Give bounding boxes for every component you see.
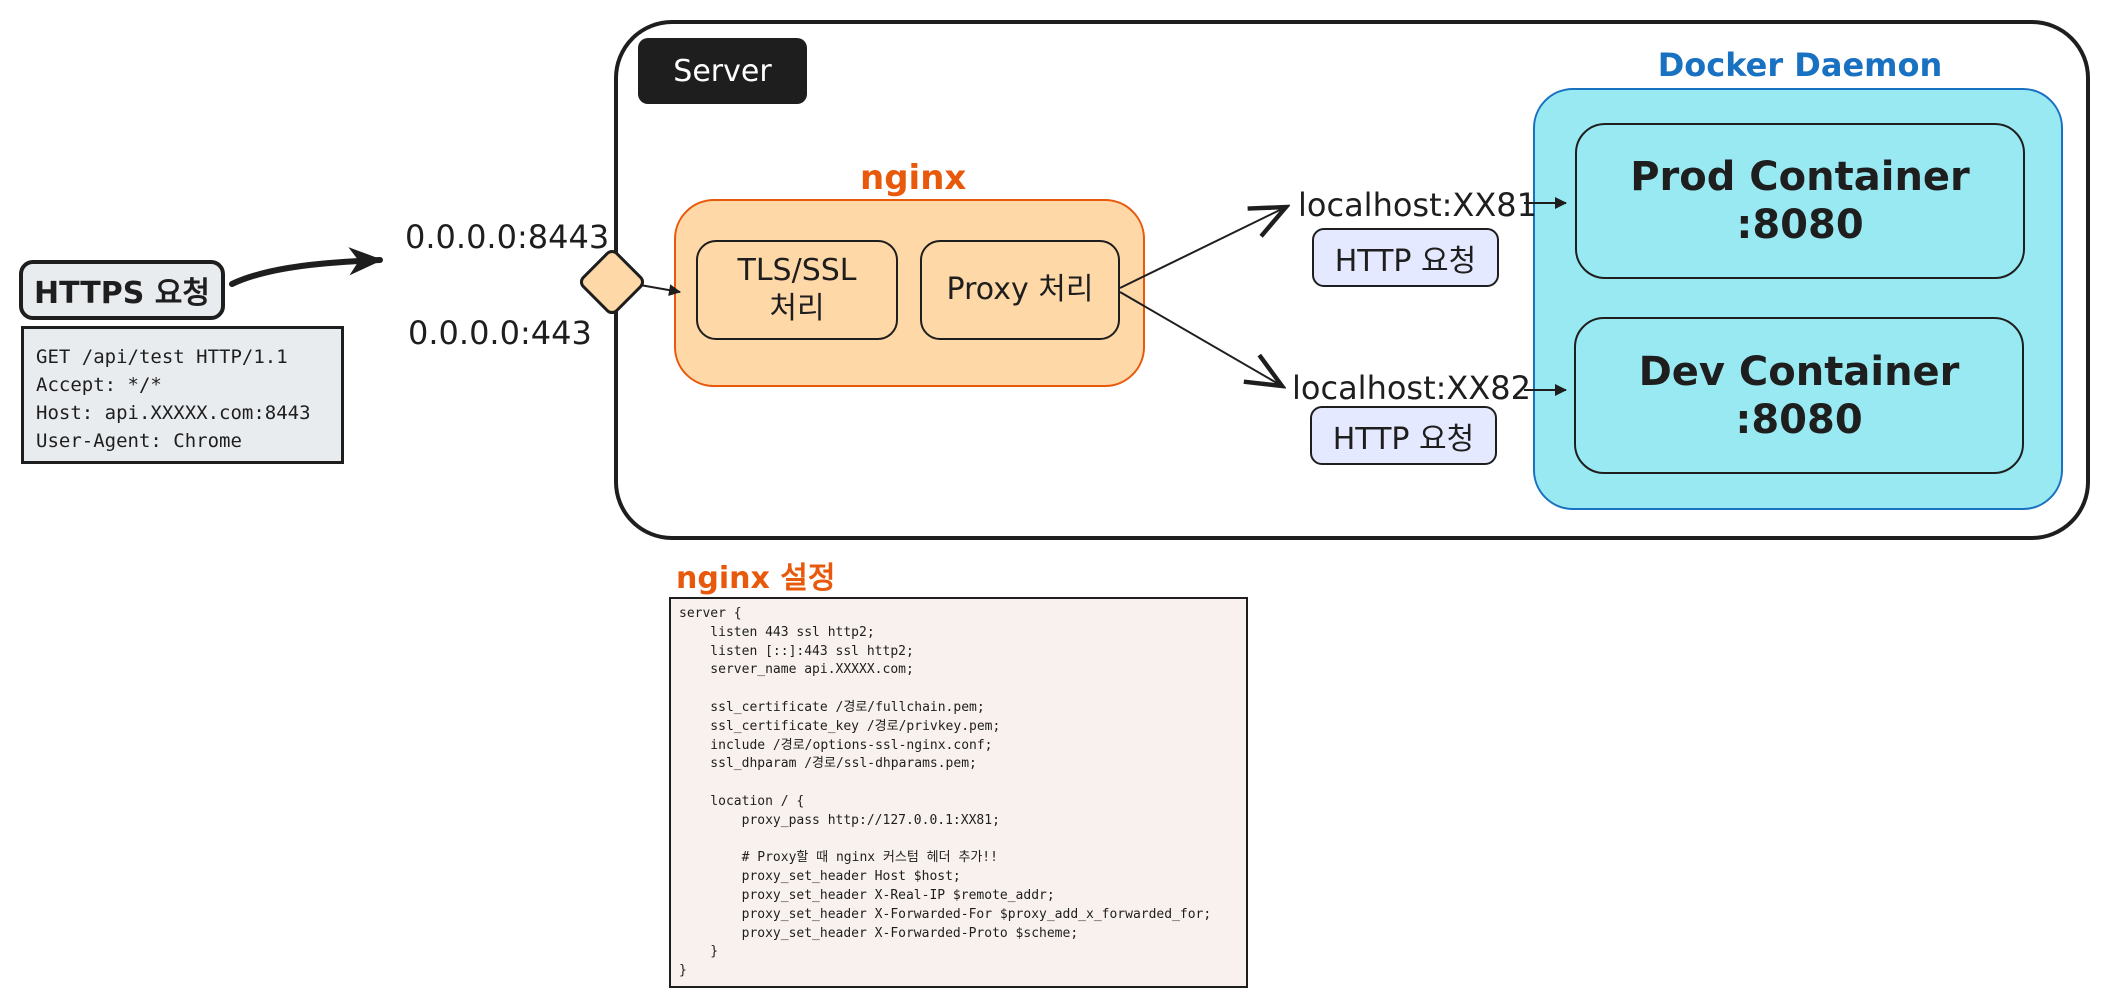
config-line: server { (679, 606, 742, 621)
config-line: location / { (679, 793, 805, 809)
dev-container-port: :8080 (1735, 396, 1863, 443)
prod-container: Prod Container :8080 (1575, 123, 2025, 279)
prod-http-request-badge: HTTP 요청 (1312, 228, 1499, 287)
config-line: server_name api.XXXXX.com; (679, 662, 914, 678)
dev-http-request-badge: HTTP 요청 (1310, 406, 1497, 465)
nginx-title: nginx (860, 158, 967, 198)
nginx-config-code: server { listen 443 ssl http2; listen [:… (669, 597, 1248, 988)
config-line: # Proxy할 때 nginx 커스텀 헤더 추가!! (679, 850, 998, 866)
nginx-config-title: nginx 설정 (676, 561, 836, 596)
config-line: proxy_set_header X-Real-IP $remote_addr; (679, 887, 1055, 903)
dev-upstream-host: localhost:XX82 (1292, 369, 1531, 407)
tls-ssl-node: TLS/SSL 처리 (696, 240, 898, 340)
request-line: Accept: */* (36, 374, 162, 396)
config-line: } (679, 963, 687, 979)
config-line: proxy_set_header Host $host; (679, 869, 961, 885)
prod-upstream-host: localhost:XX81 (1298, 186, 1537, 224)
config-line (679, 680, 1238, 699)
proxy-label: Proxy 처리 (946, 272, 1094, 307)
docker-daemon-title: Docker Daemon (1657, 46, 1943, 84)
config-line: include /경로/options-ssl-nginx.conf; (679, 737, 993, 753)
config-line: proxy_pass http://127.0.0.1:XX81; (679, 812, 1000, 828)
client-to-server-arrow (229, 247, 383, 287)
config-line (679, 774, 1238, 793)
config-line: listen [::]:443 ssl http2; (679, 643, 914, 659)
server-label: Server (638, 38, 807, 104)
config-line: ssl_certificate_key /경로/privkey.pem; (679, 718, 1001, 734)
http-request-text: GET /api/test HTTP/1.1 Accept: */* Host:… (21, 326, 344, 464)
tls-ssl-label: TLS/SSL (737, 253, 857, 288)
external-port-label: 0.0.0.0:8443 (405, 218, 610, 256)
config-line: ssl_certificate /경로/fullchain.pem; (679, 699, 985, 715)
request-line: Host: api.XXXXX.com:8443 (36, 402, 311, 424)
config-line (679, 831, 1238, 850)
dev-container: Dev Container :8080 (1574, 317, 2024, 474)
config-line: } (679, 944, 719, 960)
request-line: User-Agent: Chrome (36, 430, 242, 452)
prod-container-name: Prod Container (1630, 154, 1970, 200)
tls-ssl-sublabel: 처리 (769, 291, 825, 326)
config-line: listen 443 ssl http2; (679, 624, 875, 640)
request-line: GET /api/test HTTP/1.1 (36, 346, 288, 368)
config-line: proxy_set_header X-Forwarded-Proto $sche… (679, 925, 1079, 941)
dev-container-name: Dev Container (1638, 348, 1960, 395)
config-line: proxy_set_header X-Forwarded-For $proxy_… (679, 906, 1212, 922)
config-line: ssl_dhparam /경로/ssl-dhparams.pem; (679, 756, 977, 772)
internal-port-label: 0.0.0.0:443 (408, 314, 592, 352)
prod-container-port: :8080 (1736, 202, 1864, 248)
proxy-node: Proxy 처리 (920, 240, 1120, 340)
https-request-label: HTTPS 요청 (19, 260, 225, 320)
